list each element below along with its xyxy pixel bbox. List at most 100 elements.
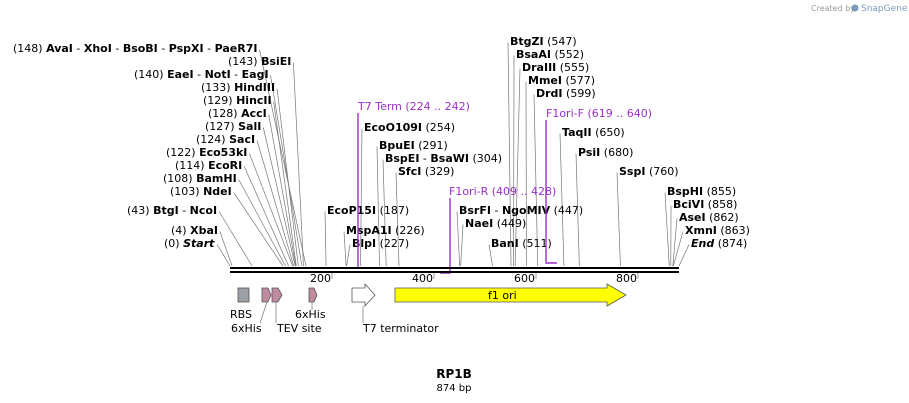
site-leader-line [664, 192, 670, 267]
primer-f1ori-f-arrow [545, 120, 557, 264]
site-leader-line [395, 172, 400, 267]
6xhis-feature[interactable] [261, 287, 272, 303]
site-label[interactable]: EcoP15I (187) [327, 204, 409, 217]
site-label[interactable]: BanI (511) [491, 237, 552, 250]
6xhis-label: 6xHis [231, 322, 262, 335]
site-label[interactable]: BpuEI (291) [379, 139, 448, 152]
site-label[interactable]: (122) Eco53kI [166, 146, 247, 159]
t7-terminator-label: T7 terminator [362, 322, 439, 335]
site-label[interactable]: (108) BamHI [163, 172, 237, 185]
site-label[interactable]: XmnI (863) [685, 224, 750, 237]
site-label[interactable]: (128) AccI [208, 107, 267, 120]
site-label[interactable]: SspI (760) [619, 165, 679, 178]
site-leader-line [233, 192, 284, 267]
site-label[interactable]: PsiI (680) [578, 146, 633, 159]
site-leader-line [533, 94, 539, 267]
f1-ori-feature[interactable] [394, 283, 627, 307]
ruler-label: 800 [616, 272, 637, 285]
site-leader-line [575, 153, 580, 267]
site-label[interactable]: BtgZI (547) [510, 35, 577, 48]
rbs-label: RBS [230, 308, 252, 321]
site-leader-line [216, 244, 231, 267]
site-label[interactable]: (43) BtgI - NcoI [127, 204, 217, 217]
rbs-feature[interactable] [237, 287, 250, 303]
site-leader-line [360, 128, 363, 267]
site-leader-line [460, 224, 464, 267]
site-leader-line [256, 140, 295, 267]
site-label[interactable]: (4) XbaI [171, 224, 218, 237]
site-label[interactable]: BspHI (855) [667, 185, 736, 198]
site-labels-middle: EcoO109I (254) BpuEI (291) BspEI - BsaWI… [327, 121, 502, 250]
site-leader-line [672, 218, 678, 267]
site-leader-line [346, 244, 351, 267]
site-label[interactable]: (140) EaeI - NotI - EagI [134, 68, 269, 81]
site-leader-line [343, 231, 347, 267]
site-label[interactable]: EcoO109I (254) [364, 121, 455, 134]
site-leader-line [678, 244, 690, 267]
f1-ori-label: f1 ori [488, 289, 517, 302]
site-labels-left: (148) AvaI - XhoI - BsoBI - PspXI - PaeR… [13, 42, 291, 250]
primer-f1ori-r-arrow [440, 198, 451, 274]
site-label[interactable]: BsaAI (552) [516, 48, 584, 61]
site-leader-line [273, 101, 297, 267]
site-label[interactable]: (127) SalI [205, 120, 261, 133]
credit-text: Created by [811, 4, 855, 13]
site-label[interactable]: AseI (862) [679, 211, 739, 224]
site-leader-line [456, 211, 460, 267]
features: f1 ori RBS 6xHis TEV site 6xHis T7 termi… [230, 282, 627, 335]
ruler-label: 200 [310, 272, 331, 285]
site-leader-line [559, 133, 565, 267]
site-label[interactable]: (133) HindIII [201, 81, 275, 94]
site-leader-line [262, 127, 296, 267]
site-leader-line [270, 75, 303, 267]
plasmid-name: RP1B [436, 367, 472, 381]
site-label[interactable]: BsrFI - NgoMIV (447) [459, 204, 583, 217]
snapgene-logo-icon [851, 4, 859, 12]
site-leader-line [514, 68, 521, 267]
site-label[interactable]: BspEI - BsaWI (304) [385, 152, 502, 165]
site-leader-line [276, 88, 299, 267]
6xhis-label-2: 6xHis [295, 308, 326, 321]
primers: T7 Term (224 .. 242) F1ori-R (409 .. 428… [348, 100, 652, 274]
site-leader-line [243, 166, 289, 267]
site-label[interactable]: (124) SacI [196, 133, 255, 146]
feature-leader [259, 301, 268, 324]
site-leader-line [268, 114, 297, 267]
site-label[interactable]: DrdI (599) [536, 87, 596, 100]
site-label[interactable]: BciVI (858) [673, 198, 737, 211]
site-labels-right: BtgZI (547) BsaAI (552) DraIII (555) Mme… [459, 35, 750, 250]
ruler: 200 400 600 800 [310, 272, 639, 285]
site-leader-line [259, 49, 307, 267]
plasmid-length: 874 bp [437, 383, 472, 394]
site-label[interactable]: (0) Start [164, 237, 215, 250]
credit-brand: SnapGene [861, 4, 908, 14]
primer-label-f1ori-r[interactable]: F1ori-R (409 .. 428) [449, 185, 556, 198]
site-label[interactable]: (148) AvaI - XhoI - BsoBI - PspXI - PaeR… [13, 42, 257, 55]
site-leader-line [382, 159, 387, 267]
site-label[interactable]: (143) BsiEI [228, 55, 291, 68]
site-leader-lines [216, 42, 690, 267]
site-leader-line [376, 146, 380, 267]
6xhis-feature-2[interactable] [308, 287, 318, 303]
site-leader-line [673, 231, 684, 267]
backbone-bottom-strand [230, 271, 679, 273]
site-label[interactable]: DraIII (555) [522, 61, 589, 74]
site-label[interactable]: (114) EcoRI [175, 159, 242, 172]
site-label[interactable]: MmeI (577) [528, 74, 595, 87]
site-label[interactable]: NaeI (449) [465, 217, 526, 230]
site-label[interactable]: (129) HincII [203, 94, 272, 107]
backbone-top-strand [230, 267, 679, 269]
primer-label-t7-term[interactable]: T7 Term (224 .. 242) [357, 100, 470, 113]
site-label[interactable]: TaqII (650) [562, 126, 625, 139]
tev-site-feature[interactable] [271, 287, 283, 303]
site-label[interactable]: (103) NdeI [170, 185, 232, 198]
t7-terminator-feature[interactable] [351, 282, 376, 308]
ruler-label: 400 [412, 272, 433, 285]
site-label[interactable]: BlpI (227) [352, 237, 409, 250]
site-leader-line [507, 42, 512, 267]
site-label[interactable]: SfcI (329) [398, 165, 454, 178]
sequence-backbone [230, 267, 679, 273]
site-label[interactable]: End (874) [691, 237, 747, 250]
primer-label-f1ori-f[interactable]: F1ori-F (619 .. 640) [546, 107, 652, 120]
